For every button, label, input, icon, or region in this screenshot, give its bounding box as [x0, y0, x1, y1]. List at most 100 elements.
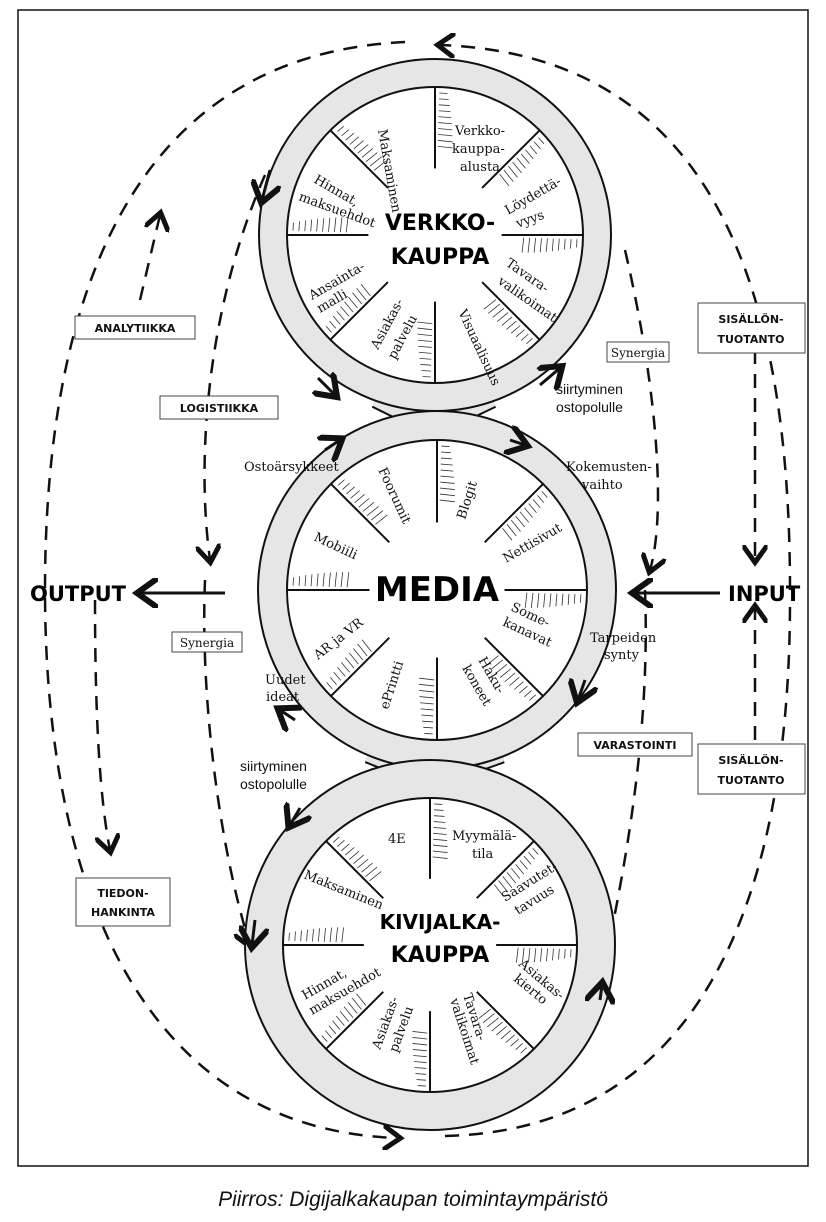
transition-label: siirtyminen — [556, 381, 623, 397]
hatch-mark — [496, 1026, 507, 1036]
hatch-mark — [524, 592, 528, 608]
hatch-mark — [507, 165, 518, 178]
hatch-mark — [332, 836, 340, 843]
hatch-mark — [312, 928, 314, 942]
hatch-mark — [298, 576, 301, 586]
hatch-mark — [365, 152, 378, 163]
input-label: INPUT — [728, 582, 801, 606]
flow-arrow — [600, 985, 602, 1000]
hatch-mark — [520, 1047, 528, 1054]
hatch-mark — [310, 574, 313, 587]
hatch-mark — [528, 852, 535, 860]
hatch-mark — [300, 930, 302, 942]
segment-label: alusta — [460, 160, 500, 175]
hatch-mark — [414, 1067, 427, 1069]
hatch-mark — [357, 643, 368, 657]
hatch-mark — [433, 832, 447, 835]
hatch-mark — [539, 238, 542, 253]
spoke-divider — [329, 281, 389, 341]
segment-label: 4E — [388, 832, 406, 847]
hatch-mark — [361, 862, 373, 873]
segment-label: Myymälä- — [452, 829, 516, 844]
flow-arrow — [262, 169, 270, 200]
hatch-mark — [525, 149, 534, 159]
spoke-divider — [330, 483, 390, 543]
hatch-mark — [298, 221, 300, 231]
hatch-mark — [323, 927, 326, 942]
hatch-mark — [438, 128, 453, 131]
hatch-mark — [344, 301, 354, 313]
hatch-mark — [502, 876, 513, 888]
hatch-mark — [532, 499, 541, 508]
spoke-divider — [329, 129, 389, 189]
hatch-mark — [340, 572, 344, 588]
hatch-mark — [339, 1011, 349, 1022]
sisallontuotanto-label: TUOTANTO — [717, 333, 784, 346]
synergia-label: Synergia — [611, 346, 665, 360]
hatch-mark — [419, 357, 432, 360]
outer-label: Tarpeiden — [590, 631, 657, 646]
hatch-mark — [510, 1038, 519, 1047]
hatch-mark — [437, 134, 453, 137]
synergia-label: Synergia — [180, 636, 234, 650]
hatch-mark — [304, 220, 306, 232]
spoke-divider — [325, 840, 384, 899]
hatch-mark — [325, 1030, 332, 1038]
hatch-mark — [346, 572, 350, 588]
analytiikka-label: ANALYTIIKKA — [95, 322, 176, 335]
hatch-mark — [490, 659, 504, 670]
hatch-mark — [519, 685, 528, 694]
kivijalkakauppa-title: KIVIJALKA- — [380, 910, 501, 934]
hatch-mark — [521, 237, 525, 253]
hatch-mark — [329, 677, 337, 685]
hatch-mark — [304, 575, 307, 587]
hatch-mark — [356, 288, 367, 301]
output-label: OUTPUT — [30, 582, 127, 606]
hatch-mark — [433, 827, 447, 829]
hatch-mark — [335, 927, 338, 943]
hatch-mark — [345, 847, 355, 856]
hatch-mark — [421, 714, 434, 717]
hatch-mark — [333, 672, 342, 681]
hatch-mark — [486, 655, 499, 666]
hatch-mark — [310, 219, 313, 232]
hatch-mark — [440, 469, 454, 472]
hatch-mark — [413, 1055, 427, 1058]
hatch-mark — [351, 997, 362, 1010]
hatch-mark — [362, 501, 375, 512]
flow-arrow — [290, 808, 300, 825]
hatch-mark — [353, 140, 364, 150]
hatch-mark — [533, 141, 541, 150]
hatch-mark — [329, 927, 332, 943]
hatch-mark — [506, 523, 517, 537]
frame — [17, 9, 809, 1167]
outer-label: ideat — [266, 690, 300, 705]
hatch-mark — [418, 351, 432, 354]
flow-arrow — [252, 919, 255, 945]
outer-label: synty — [604, 648, 640, 663]
hatch-mark — [504, 672, 516, 683]
hatch-mark — [534, 948, 537, 963]
hatch-mark — [437, 139, 453, 143]
hatch-mark — [522, 947, 525, 963]
hatch-mark — [416, 1079, 426, 1081]
hatch-mark — [353, 648, 364, 661]
hatch-mark — [555, 593, 558, 607]
hatch-mark — [369, 156, 382, 167]
hatch-mark — [523, 856, 532, 865]
hatch-mark — [325, 326, 332, 333]
spoke-divider — [484, 637, 544, 697]
hatch-mark — [527, 237, 531, 253]
outer-label: Uudet — [265, 673, 306, 688]
hatch-mark — [345, 217, 349, 233]
hatch-mark — [432, 856, 448, 859]
hatch-mark — [340, 306, 350, 317]
segment-label: tila — [472, 847, 494, 862]
hatch-mark — [365, 866, 378, 877]
hatch-mark — [328, 1025, 337, 1034]
hatch-mark — [506, 320, 517, 330]
hatch-mark — [412, 1037, 428, 1040]
hatch-mark — [510, 519, 521, 532]
hatch-mark — [487, 1017, 499, 1028]
hatch-mark — [520, 333, 529, 341]
